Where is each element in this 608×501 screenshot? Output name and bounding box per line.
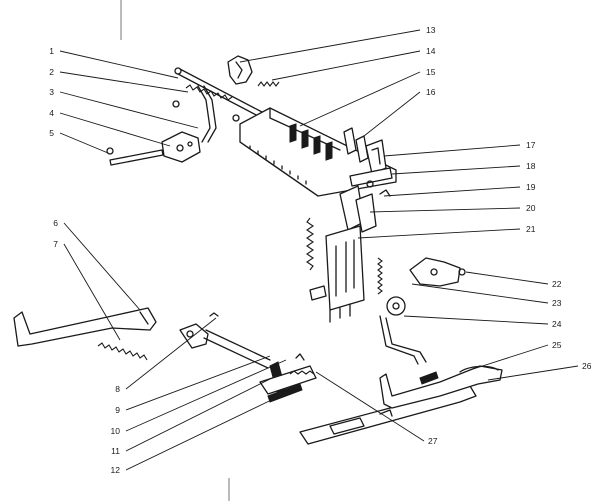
callout-10: 10 <box>111 426 121 436</box>
part-16-tabs <box>343 127 369 163</box>
callout-4: 4 <box>49 108 54 118</box>
part-21-assembly <box>306 217 365 323</box>
callout-6: 6 <box>53 218 58 228</box>
callout-8: 8 <box>115 384 120 394</box>
part-25-26-latch <box>379 365 503 409</box>
part-8-12-mechanism <box>179 312 317 403</box>
part-5-pin <box>106 147 164 166</box>
part-6-pedal-lever <box>13 307 157 347</box>
callout-24: 24 <box>552 319 562 329</box>
callout-23: 23 <box>552 298 562 308</box>
callout-5: 5 <box>49 128 54 138</box>
callout-21: 21 <box>526 224 536 234</box>
part-3-lever <box>197 85 240 143</box>
part-17-bracket <box>365 139 387 175</box>
callout-11: 11 <box>111 446 120 456</box>
callout-12: 12 <box>111 465 121 475</box>
callout-18: 18 <box>526 161 536 171</box>
callout-2: 2 <box>49 67 54 77</box>
callout-17: 17 <box>526 140 536 150</box>
callout-27: 27 <box>428 436 438 446</box>
callout-20: 20 <box>526 203 536 213</box>
callout-labels: 1 2 3 4 5 6 7 8 9 10 11 12 13 14 15 16 1… <box>49 25 591 475</box>
part-23-spring <box>377 257 383 295</box>
part-22-link <box>409 257 466 287</box>
callout-13: 13 <box>426 25 436 35</box>
callout-16: 16 <box>426 87 436 97</box>
part-20-vertical-plate <box>339 185 377 233</box>
part-18-19-plates <box>349 167 393 197</box>
part-14-spring <box>257 81 280 87</box>
callout-26: 26 <box>582 361 592 371</box>
callout-25: 25 <box>552 340 562 350</box>
callout-22: 22 <box>552 279 562 289</box>
callout-7: 7 <box>53 239 58 249</box>
callout-9: 9 <box>115 405 120 415</box>
parts-layer <box>13 55 503 445</box>
callout-1: 1 <box>49 46 54 56</box>
part-13-bracket <box>227 55 253 85</box>
callout-19: 19 <box>526 182 536 192</box>
part-4-block <box>161 131 201 163</box>
callout-15: 15 <box>426 67 436 77</box>
part-24-lever <box>379 296 427 365</box>
part-2-spring <box>172 84 233 108</box>
callout-3: 3 <box>49 87 54 97</box>
leader-lines <box>59 29 579 471</box>
part-7-spring <box>97 342 148 361</box>
callout-14: 14 <box>426 46 436 56</box>
